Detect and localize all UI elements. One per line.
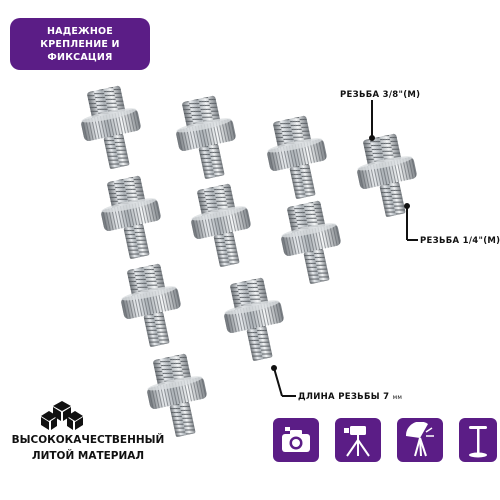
screw-adapter [140,350,215,442]
thread-length-text: ДЛИНА РЕЗЬБЫ 7 [298,392,390,402]
microphone-stand-icon [469,426,487,458]
tripod-icon [344,426,370,457]
material-line-1: ВЫСОКОКАЧЕСТВЕННЫЙ [11,434,165,446]
feature-tripod [335,418,381,462]
camera-icon [282,427,310,452]
screw-adapter [184,180,259,272]
feature-mic-stand [459,418,497,462]
feature-camera [273,418,319,462]
thread-length-label: ДЛИНА РЕЗЬБЫ 7 мм [298,392,402,402]
material-caption: ВЫСОКОКАЧЕСТВЕННЫЙ ЛИТОЙ МАТЕРИАЛ [8,432,168,464]
banner-line-1: НАДЕЖНОЕ [47,25,113,37]
screw-adapter [350,130,425,222]
screw-adapter [274,197,349,289]
promo-banner: НАДЕЖНОЕ КРЕПЛЕНИЕ И ФИКСАЦИЯ [10,18,150,70]
screw-adapter [217,274,292,366]
callout-thread-bottom [404,203,418,241]
banner-line-2: КРЕПЛЕНИЕ И ФИКСАЦИЯ [40,38,120,63]
studio-umbrella-light-icon [405,422,434,457]
material-line-2: ЛИТОЙ МАТЕРИАЛ [31,450,145,462]
callout-thread-top [369,100,375,141]
callout-thread-length [271,365,296,397]
screw-adapter [260,112,335,204]
screw-adapter [94,172,169,264]
thread-bottom-label: РЕЗЬБА 1/4"(M) [420,236,500,246]
screw-adapter [169,92,244,184]
thread-top-label: РЕЗЬБА 3/8"(M) [340,90,421,100]
feature-studio-light [397,418,443,462]
screw-adapter [74,82,149,174]
thread-length-unit: мм [392,394,403,401]
material-icon [41,401,83,430]
screw-adapter [114,260,189,352]
